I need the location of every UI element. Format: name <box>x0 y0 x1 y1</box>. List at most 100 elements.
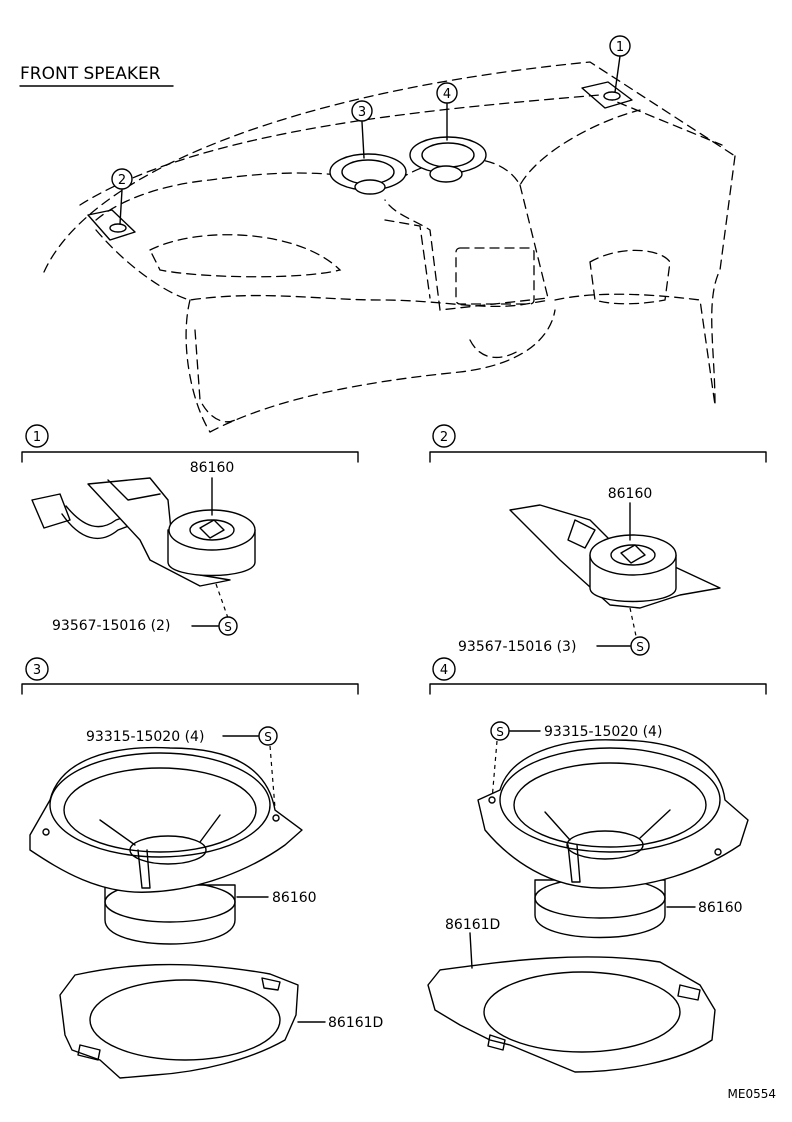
detail-2-speaker-center <box>620 544 646 564</box>
detail-2-speaker-cap <box>610 544 656 566</box>
left-tweeter <box>109 223 127 233</box>
detail-1-bracket-line <box>21 451 359 463</box>
detail-4-index: 4 <box>440 663 448 678</box>
detail-4: 4 S 93315-15020 (4) 86160 86161D <box>427 657 767 1073</box>
detail-3-bracket-label: 86161D <box>328 1015 383 1031</box>
callout-4: 4 <box>436 82 458 104</box>
detail-3-hole-right <box>272 814 280 822</box>
glove-box <box>589 249 671 305</box>
right-tweeter <box>603 91 621 101</box>
detail-2-part-label: 86160 <box>608 486 653 502</box>
detail-3-screw-symbol-label: S <box>264 730 272 744</box>
detail-1-screw-dash <box>215 583 229 619</box>
left-vent <box>194 329 236 423</box>
leader-2 <box>119 189 123 225</box>
detail-3-bracket-tab-1 <box>261 977 281 991</box>
detail-3-screw-dash <box>269 745 276 809</box>
callout-1-label: 1 <box>616 40 624 55</box>
right-tweeter-location <box>581 55 633 109</box>
detail-3-bracket-tab-2 <box>77 1044 101 1061</box>
detail-4-bracket-leader <box>469 932 473 969</box>
callout-2-circle <box>111 168 133 190</box>
detail-4-bracket-tab-2 <box>487 1034 506 1051</box>
detail-3-screw-symbol <box>258 726 278 746</box>
detail-1-wire-2 <box>65 505 141 528</box>
speaker-4-location <box>409 103 487 183</box>
dashboard-overview <box>43 61 736 433</box>
detail-2-index-circle <box>432 424 456 448</box>
detail-4-speaker-rim <box>499 747 721 853</box>
speaker-3-magnet <box>354 179 386 195</box>
detail-1-screw-label: 93567-15016 (2) <box>52 618 170 634</box>
detail-1-bracket-fold <box>107 479 161 501</box>
dash-left-lower <box>185 299 211 433</box>
detail-3-cone-line-1 <box>99 819 136 846</box>
detail-4-cone-line-1 <box>544 811 571 841</box>
detail-1-speaker-cap <box>189 519 235 541</box>
detail-4-screw-symbol <box>490 721 510 741</box>
figure-code: ME0554 <box>728 1087 776 1101</box>
console-panel <box>455 247 535 305</box>
speaker-4-magnet <box>429 165 463 183</box>
console-left-edge <box>384 219 431 299</box>
callout-1-circle <box>609 35 631 57</box>
detail-4-speaker-label: 86160 <box>698 900 743 916</box>
detail-4-bracket-line <box>429 683 767 695</box>
callout-3: 3 <box>351 100 373 122</box>
detail-2: 2 86160 93567-15016 (3) S <box>429 424 767 656</box>
detail-1-index: 1 <box>33 430 41 445</box>
detail-1-connector <box>31 493 71 529</box>
speaker-3-location <box>329 121 407 195</box>
detail-3-screw-label: 93315-15020 (4) <box>86 729 204 745</box>
leader-3 <box>361 121 365 159</box>
callout-4-label: 4 <box>443 87 451 102</box>
detail-2-screw-label: 93567-15016 (3) <box>458 639 576 655</box>
detail-3-speaker-dust-cap <box>129 835 207 865</box>
callout-3-circle <box>351 100 373 122</box>
detail-4-speaker-dust-cap <box>566 830 644 860</box>
center-vent <box>469 339 521 359</box>
detail-2-bracket-clip <box>567 519 596 549</box>
detail-2-screw-symbol-label: S <box>636 640 644 654</box>
detail-3-hole-left <box>42 828 50 836</box>
callout-2-label: 2 <box>118 173 126 188</box>
detail-2-bracket-line <box>429 451 767 463</box>
detail-1-index-circle <box>25 424 49 448</box>
callout-4-circle <box>436 82 458 104</box>
detail-3-speaker-inner-rim <box>63 767 257 853</box>
detail-4-hole-left <box>488 796 496 804</box>
callout-2: 2 <box>111 168 133 190</box>
dash-top-rear-edge <box>79 94 723 206</box>
detail-4-terminal <box>567 844 581 883</box>
windshield-edge <box>43 61 736 273</box>
left-tweeter-location <box>87 189 136 241</box>
detail-4-bracket-opening <box>483 971 681 1053</box>
detail-1-screw-symbol <box>218 616 238 636</box>
detail-4-speaker-inner-rim <box>513 762 707 848</box>
detail-3-speaker-label: 86160 <box>272 890 317 906</box>
detail-1-wire <box>61 513 146 539</box>
detail-4-cone-line-2 <box>639 809 671 839</box>
diagram-title: FRONT SPEAKER <box>20 64 161 84</box>
detail-2-screw-dash <box>629 607 637 637</box>
detail-3-speaker-magnet <box>104 884 236 945</box>
detail-4-screw-symbol-label: S <box>496 725 504 739</box>
center-console <box>384 184 549 311</box>
detail-4-screw-label: 93315-15020 (4) <box>544 724 662 740</box>
detail-3-bracket-line <box>21 683 359 695</box>
detail-3: 3 93315-15020 (4) S 86160 86161D <box>21 657 383 1079</box>
detail-3-index-circle <box>25 657 49 681</box>
detail-1-speaker-center <box>199 519 225 539</box>
detail-4-index-circle <box>432 657 456 681</box>
detail-1-bracket <box>87 477 231 587</box>
detail-3-bracket-opening <box>89 979 281 1061</box>
right-tweeter-housing <box>581 81 633 109</box>
meter-hood <box>149 234 342 278</box>
leader-1 <box>614 55 621 93</box>
detail-3-terminal <box>137 849 151 889</box>
dash-bottom-right <box>554 293 716 406</box>
detail-4-bracket-label: 86161D <box>445 917 500 933</box>
detail-2-index: 2 <box>440 430 448 445</box>
left-tweeter-housing <box>87 209 136 241</box>
detail-1-part-label: 86160 <box>190 460 235 476</box>
